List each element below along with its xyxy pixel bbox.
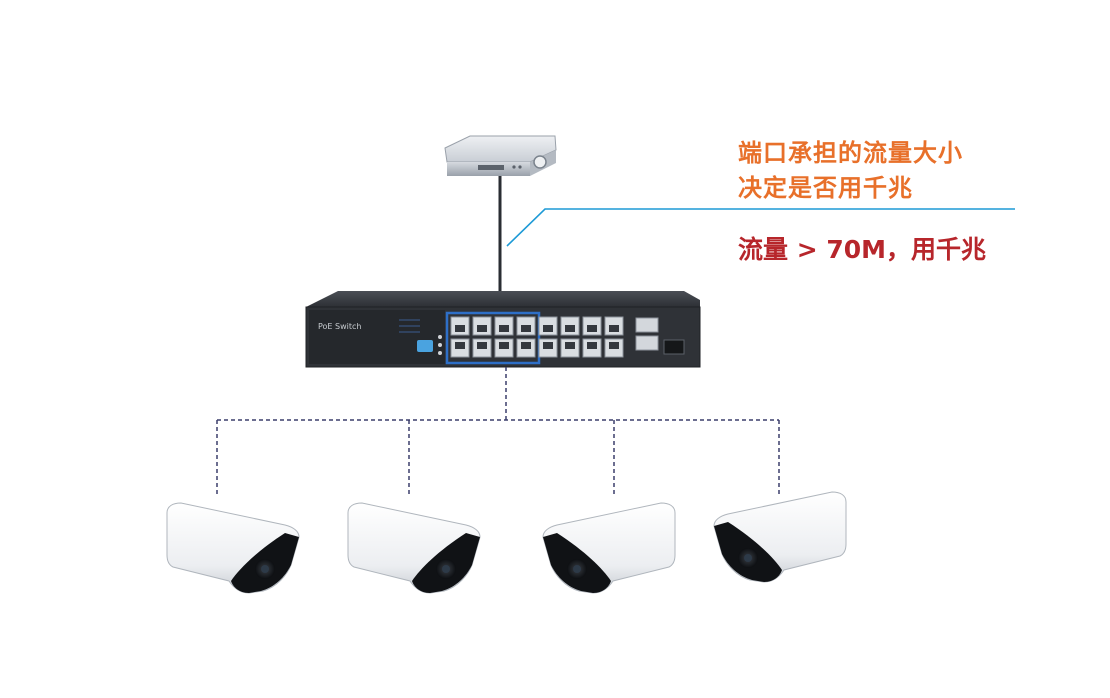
rj45-port-socket (587, 342, 597, 349)
rj45-port-socket (521, 342, 531, 349)
rj45-port-socket (565, 325, 575, 332)
annotation-line-3: 流量 > 70M，用千兆 (738, 235, 987, 264)
rj45-port-socket (609, 342, 619, 349)
leader-line (506, 208, 1015, 247)
rj45-port-socket (455, 342, 465, 349)
bullet-camera-icon (542, 502, 676, 594)
bullet-camera-icon (166, 502, 300, 594)
rj45-port-socket (609, 325, 619, 332)
rj45-port-socket (477, 325, 487, 332)
annotation-line-1: 端口承担的流量大小 (738, 139, 963, 167)
rj45-port-socket (587, 325, 597, 332)
bullet-camera-icon (713, 491, 847, 583)
rj45-port-socket (455, 325, 465, 332)
nvr-icon (444, 135, 557, 176)
port-grid (450, 316, 624, 358)
annotation-line-2: 决定是否用千兆 (738, 174, 913, 202)
rj45-port-socket (477, 342, 487, 349)
bullet-camera-icon (347, 502, 481, 594)
switch-brand-label: PoE Switch (318, 322, 362, 331)
rj45-port-socket (543, 325, 553, 332)
poe-switch-icon (305, 291, 701, 368)
camera-cables (216, 367, 780, 497)
rj45-port-socket (565, 342, 575, 349)
rj45-port-socket (543, 342, 553, 349)
rj45-port-socket (499, 325, 509, 332)
rj45-port-socket (521, 325, 531, 332)
rj45-port-socket (499, 342, 509, 349)
